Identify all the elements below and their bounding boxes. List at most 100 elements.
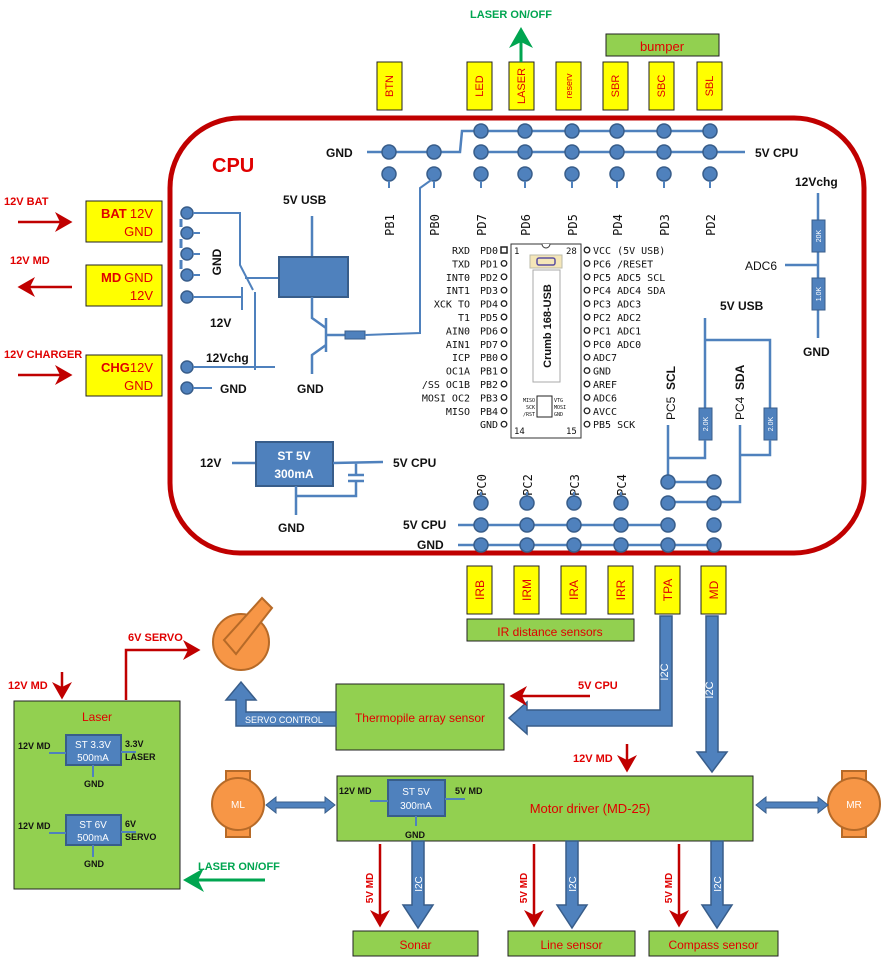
chip-pin-name: PD0 [480, 246, 498, 257]
pin-label: PC3 [568, 474, 582, 496]
chip-pin-right: ADC7 [593, 353, 617, 364]
cpu-regulator-current: 300mA [274, 467, 314, 481]
header-pin-vcc [656, 144, 672, 160]
peripheral-i2c-arrow [555, 840, 589, 930]
chip-pin-name: PD4 [480, 300, 498, 311]
chip-pin-name: PB0 [480, 353, 498, 364]
power-connector-name: MD [101, 270, 121, 285]
cpu-regulator-out-label: 5V CPU [393, 456, 436, 470]
header-pin-signal [517, 166, 533, 182]
header-pin-signal [660, 495, 676, 511]
chip-pin-right: PC1 ADC1 [593, 326, 641, 337]
bumper-label: bumper [640, 39, 685, 54]
ir-sensors-label: IR distance sensors [497, 625, 602, 639]
chip-pin-function: AIN0 [446, 326, 470, 337]
header-pin-vcc [613, 517, 629, 533]
laser-regulator-block [65, 734, 122, 766]
relay-12v-label: 12V [210, 316, 231, 330]
laser-regulator-in: 12V MD [18, 821, 51, 831]
motor-left-link [265, 795, 336, 815]
divider-tap-label: ADC6 [745, 259, 777, 273]
divider-bottom-label: GND [803, 345, 830, 359]
connector-irb [466, 565, 493, 615]
relay-wiring [193, 212, 278, 389]
chip-pin-function: RXD [452, 246, 470, 257]
relay-coil [278, 256, 349, 298]
laser-regulator-out: 3.3V [125, 739, 144, 749]
header-pin-signal [702, 166, 718, 182]
header-pin-gnd [613, 537, 629, 553]
divider-top-label: 12Vchg [795, 175, 838, 189]
header-pin-vcc [564, 144, 580, 160]
laser-regulator-out: SERVO [125, 832, 156, 842]
connector-irm [513, 565, 540, 615]
connector-label: LED [474, 75, 486, 96]
pin-label: PC4 [615, 474, 629, 496]
connector-led [466, 61, 493, 111]
connector-irr [607, 565, 634, 615]
connector-sbl [696, 61, 723, 111]
pin-15-label: 15 [566, 427, 577, 437]
relay-gnd-bottom-label: GND [220, 382, 247, 396]
bottom-gnd-label: GND [417, 538, 444, 552]
connector-label: SBR [610, 75, 622, 98]
chip-pin-right: PB5 SCK [593, 420, 635, 431]
header-pin-signal [473, 166, 489, 182]
connector-label: IRB [473, 580, 487, 600]
peripheral-compass [648, 930, 779, 957]
laser-regulator-gnd: GND [84, 859, 105, 869]
header-pin-vcc [519, 517, 535, 533]
power-connector-chg [85, 354, 163, 397]
bumper-group-box [605, 33, 720, 57]
pin-label: PB1 [383, 214, 397, 236]
peripheral-bus-label: I2C [568, 876, 579, 892]
servo-power-label: 6V SERVO [128, 632, 183, 644]
chip-pin-right: PC5 ADC5 SCL [593, 273, 665, 284]
peripheral-line [507, 930, 636, 957]
cpu-title: CPU [212, 155, 254, 177]
pullup-sda-value: 2.0K [768, 416, 775, 431]
header-pin-signal [473, 495, 489, 511]
chip-pin-name: PB2 [480, 380, 498, 391]
laser-regulator-out: 6V [125, 819, 136, 829]
header-pin-signal [564, 166, 580, 182]
header-pin-signal [656, 166, 672, 182]
chip-pin-name: PD5 [480, 313, 498, 324]
chip-pin-function: MISO [446, 407, 470, 418]
peripheral-i2c-arrow [700, 840, 734, 930]
laser-signal-label-top: LASER ON/OFF [470, 9, 552, 21]
transistor-gnd-label: GND [297, 382, 324, 396]
header-pin-signal [566, 495, 582, 511]
chip-pin-name: PD2 [480, 273, 498, 284]
pin-label: PB0 [428, 214, 442, 236]
chip-pin-function: INT1 [446, 286, 470, 297]
scl-pin-label: PC5 [664, 396, 678, 420]
header-pin-vcc [517, 144, 533, 160]
laser-board-input-label: 12V MD [8, 680, 48, 692]
header-pin-signal [706, 495, 722, 511]
connector-ira [560, 565, 587, 615]
power-connector-md [85, 264, 163, 307]
connector-label: IRA [567, 580, 581, 600]
md-bus-label: I2C [704, 681, 716, 698]
power-line-1: 12V [130, 206, 153, 221]
isp-label: GND [554, 412, 563, 418]
peripheral-name: Sonar [399, 938, 431, 952]
pin-1-label: 1 [514, 247, 519, 257]
connector-label: IRM [520, 579, 534, 601]
chip-pin-function: INT0 [446, 273, 470, 284]
motor-left-label: ML [231, 800, 245, 811]
peripheral-power-label: 5V MD [365, 873, 376, 904]
connector-reserv [555, 61, 582, 111]
power-arrow-label: 12V MD [10, 255, 50, 267]
peripheral-bus-label: I2C [414, 876, 425, 892]
header-pin-gnd [517, 123, 533, 139]
md-regulator-current: 300mA [400, 801, 432, 812]
power-connector-name: BAT [101, 206, 127, 221]
connector-sbc [648, 61, 675, 111]
